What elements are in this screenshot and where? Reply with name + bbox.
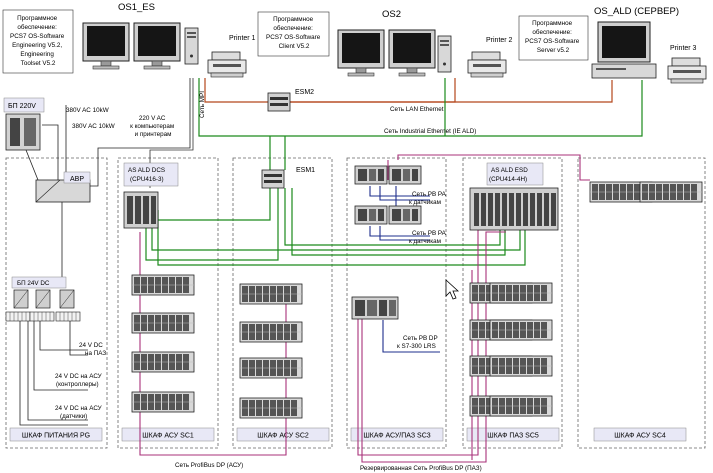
workstation-os1: OS1_ES Printer 1 xyxy=(82,2,256,78)
industrial-ethernet-label: Сеть Industrial Ethernet (IE ALD) xyxy=(384,128,476,135)
cabinet-label-sc1: ШКАФ АСУ SC1 xyxy=(142,433,194,440)
power-supply-220: БП 220V xyxy=(3,97,45,151)
dc-label-sensors: 24 V DC на АСУ (датчики) xyxy=(55,405,103,420)
cabinet-frame-sc5 xyxy=(462,157,563,449)
printer-1-label: Printer 1 xyxy=(229,35,256,42)
os1-software-box: Программное обеспечение: PCS7 OS-Softwar… xyxy=(2,9,74,74)
os3-software-box: Программное обеспечение: PCS7 OS-Softwar… xyxy=(518,15,589,61)
svg-text:Программное обеспечение:: Программное обеспечение: PCS7 OS-Softwar… xyxy=(10,15,66,67)
mouse-cursor-icon xyxy=(445,279,460,300)
pbpa1-label: Сеть PB PA к датчикам xyxy=(409,191,447,206)
svg-text:БП 24V DC: БП 24V DC xyxy=(17,280,50,287)
lan-ethernet-lines xyxy=(204,78,613,103)
dc-label-paz: 24 V DC на ПАЗ xyxy=(79,342,106,357)
dc-label-controllers: 24 V DC на АСУ (контроллеры) xyxy=(55,373,103,388)
svg-text:АВР: АВР xyxy=(70,176,84,183)
io-racks-sc2 xyxy=(239,283,303,419)
cabinet-label-pg: ШКАФ ПИТАНИЯ РG xyxy=(22,433,90,440)
ac-label-1: 380V AC 10kW xyxy=(66,107,109,114)
svg-text:AS ALD DCS (CPU416-3): AS ALD DCS (CPU416-3) xyxy=(128,167,167,183)
cabinet-label-sc3: ШКАФ АСУ/ПАЗ SC3 xyxy=(363,433,430,440)
os3-name: OS_ALD (СЕРВЕР) xyxy=(594,6,679,17)
io-rack-sc4 xyxy=(589,181,703,203)
os2-name: OS2 xyxy=(382,9,401,20)
io-racks-sc5 xyxy=(469,282,553,417)
svg-text:AS ALD ESD (CPU414-4H): AS ALD ESD (CPU414-4H) xyxy=(489,167,530,183)
esm1-label: ESM1 xyxy=(296,167,315,174)
svg-text:Программное обеспечение:: Программное обеспечение: PCS7 OS-Softwar… xyxy=(525,20,581,54)
industrial-ethernet-lines xyxy=(139,78,643,266)
cabinet-label-sc5: ШКАФ ПАЗ SC5 xyxy=(487,433,539,440)
pbpa-lines xyxy=(369,186,440,353)
controller-dcs: AS ALD DCS (CPU416-3) xyxy=(123,162,179,229)
profibus-reserve-label: Резервированная Сеть ProfiBus DP (ПАЗ) xyxy=(360,465,482,472)
cabinet-frame-pg xyxy=(5,157,108,449)
os2-software-box: Программное обеспечение: PCS7 OS-Softwar… xyxy=(257,11,330,57)
cabinet-frame-sc4 xyxy=(577,157,706,449)
cabinet-frames xyxy=(5,157,706,449)
cabinet-label-sc4: ШКАФ АСУ SC4 xyxy=(614,433,666,440)
switch-esm1: ESM1 xyxy=(261,167,315,189)
mpi-label: Сеть MPI xyxy=(199,91,206,118)
controller-esd: AS ALD ESD (CPU414-4H) xyxy=(469,162,559,231)
ac220-label: 220 V AC к компьютерам и принтерам xyxy=(130,115,176,138)
avr-unit: АВР xyxy=(35,171,91,203)
svg-text:БП 220V: БП 220V xyxy=(8,103,36,110)
io-racks-sc1 xyxy=(131,274,195,413)
ac-label-2: 380V AC 10kW xyxy=(72,123,115,130)
printer-3-label: Printer 3 xyxy=(670,45,697,52)
cabinet-labels: ШКАФ ПИТАНИЯ РG ШКАФ АСУ SC1 ШКАФ АСУ SC… xyxy=(9,427,687,442)
lan-ethernet-label: Сеть LAN Ethernet xyxy=(390,106,444,113)
svg-text:Программное обеспечение:: Программное обеспечение: PCS7 OS-Softwar… xyxy=(266,16,322,50)
cabinet-frame-sc1 xyxy=(117,157,219,449)
switch-esm2: ESM2 xyxy=(267,89,314,112)
power-supply-24: БП 24V DC xyxy=(5,276,81,322)
cabinet-label-sc2: ШКАФ АСУ SC2 xyxy=(257,433,309,440)
pbpa2-label: Сеть PB PA к датчикам xyxy=(409,230,447,245)
cabinet-frame-sc3 xyxy=(346,157,447,449)
cabinet-frame-sc2 xyxy=(232,157,333,449)
dp-link-sc3 xyxy=(351,296,399,320)
profibus-label: Сеть ProfiBus DP (АСУ) xyxy=(175,462,243,469)
workstation-os3: OS_ALD (СЕРВЕР) Printer 3 xyxy=(591,6,707,84)
printer-2-label: Printer 2 xyxy=(486,37,513,44)
workstation-os2: OS2 Printer 2 xyxy=(337,9,513,78)
pbdp-label: Сеть PB DP к S7-300 LRS xyxy=(397,335,439,350)
esm2-label: ESM2 xyxy=(295,89,314,96)
os1-name: OS1_ES xyxy=(118,2,155,13)
